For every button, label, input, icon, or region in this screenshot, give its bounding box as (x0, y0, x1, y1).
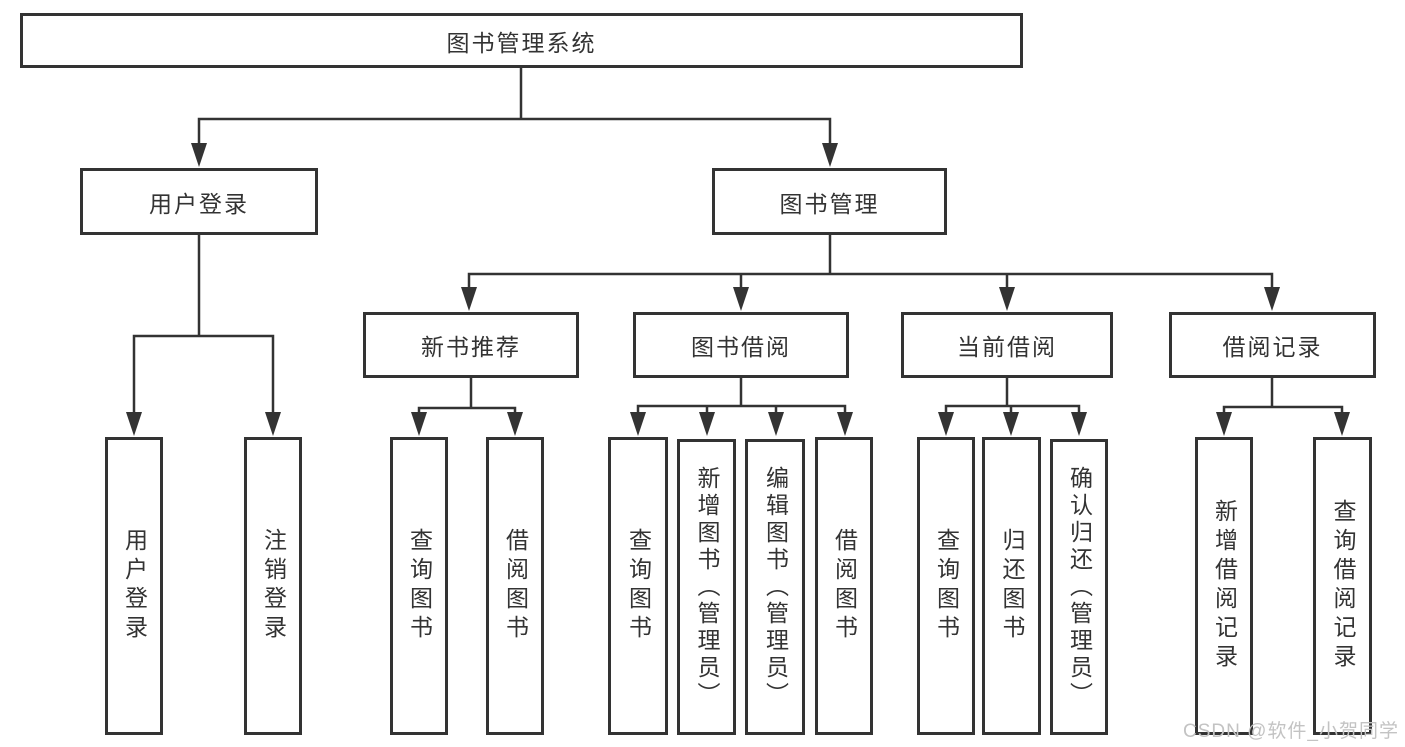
connector-userlogin-to-leaves (132, 233, 275, 416)
leaf-query-books-recommend: 查询图书 (390, 437, 448, 735)
leaf-return-books: 归还图书 (982, 437, 1041, 735)
node-label: 新增图书（管理员） (694, 465, 720, 709)
node-label: 查询图书 (933, 528, 960, 644)
node-label: 归还图书 (999, 528, 1025, 644)
node-book-management: 图书管理 (712, 168, 947, 235)
node-label: 用户登录 (149, 190, 249, 217)
node-label: 查询图书 (625, 528, 652, 644)
node-new-book-recommend: 新书推荐 (363, 312, 579, 378)
leaf-query-borrow-record: 查询借阅记录 (1313, 437, 1372, 735)
node-user-login: 用户登录 (80, 168, 318, 235)
node-label: 借阅记录 (1222, 334, 1323, 360)
node-label: 图书借阅 (691, 334, 791, 360)
leaf-query-books-borrow: 查询图书 (608, 437, 668, 735)
leaf-borrow-books: 借阅图书 (815, 437, 873, 735)
node-label: 确认归还（管理员） (1066, 465, 1093, 709)
node-label: 新书推荐 (421, 334, 521, 360)
connector-record-to-leaves (1222, 376, 1344, 416)
connector-newbook-to-leaves (417, 376, 517, 416)
leaf-query-books-current: 查询图书 (917, 437, 975, 735)
connector-root-to-level2 (197, 66, 832, 149)
node-current-borrow: 当前借阅 (901, 312, 1113, 378)
connector-current-to-leaves (944, 376, 1081, 416)
node-label: 查询借阅记录 (1330, 499, 1356, 673)
node-root-library-system: 图书管理系统 (20, 13, 1023, 68)
node-label: 新增借阅记录 (1211, 499, 1238, 673)
node-borrow-record: 借阅记录 (1169, 312, 1376, 378)
node-label: 注销登录 (260, 528, 287, 644)
leaf-logout: 注销登录 (244, 437, 302, 735)
node-label: 编辑图书（管理员） (762, 465, 789, 709)
leaf-borrow-books-recommend: 借阅图书 (486, 437, 544, 735)
leaf-add-borrow-record: 新增借阅记录 (1195, 437, 1253, 735)
node-book-borrow: 图书借阅 (633, 312, 849, 378)
node-label: 借阅图书 (831, 528, 858, 644)
leaf-add-books-admin: 新增图书（管理员） (677, 439, 736, 735)
leaf-edit-books-admin: 编辑图书（管理员） (745, 439, 805, 735)
arrowheads (126, 143, 1350, 436)
node-label: 当前借阅 (957, 334, 1057, 360)
node-label: 用户登录 (121, 528, 148, 644)
leaf-confirm-return-admin: 确认归还（管理员） (1050, 439, 1108, 735)
csdn-watermark: CSDN @软件_小贺同学 (1183, 721, 1399, 742)
node-label: 查询图书 (406, 528, 433, 644)
connector-bookmgmt-to-level3 (467, 233, 1274, 291)
node-label: 图书管理 (779, 190, 880, 217)
leaf-user-login: 用户登录 (105, 437, 163, 735)
connector-borrow-to-leaves (636, 376, 847, 416)
node-label: 借阅图书 (502, 528, 529, 644)
node-label: 图书管理系统 (446, 29, 597, 56)
